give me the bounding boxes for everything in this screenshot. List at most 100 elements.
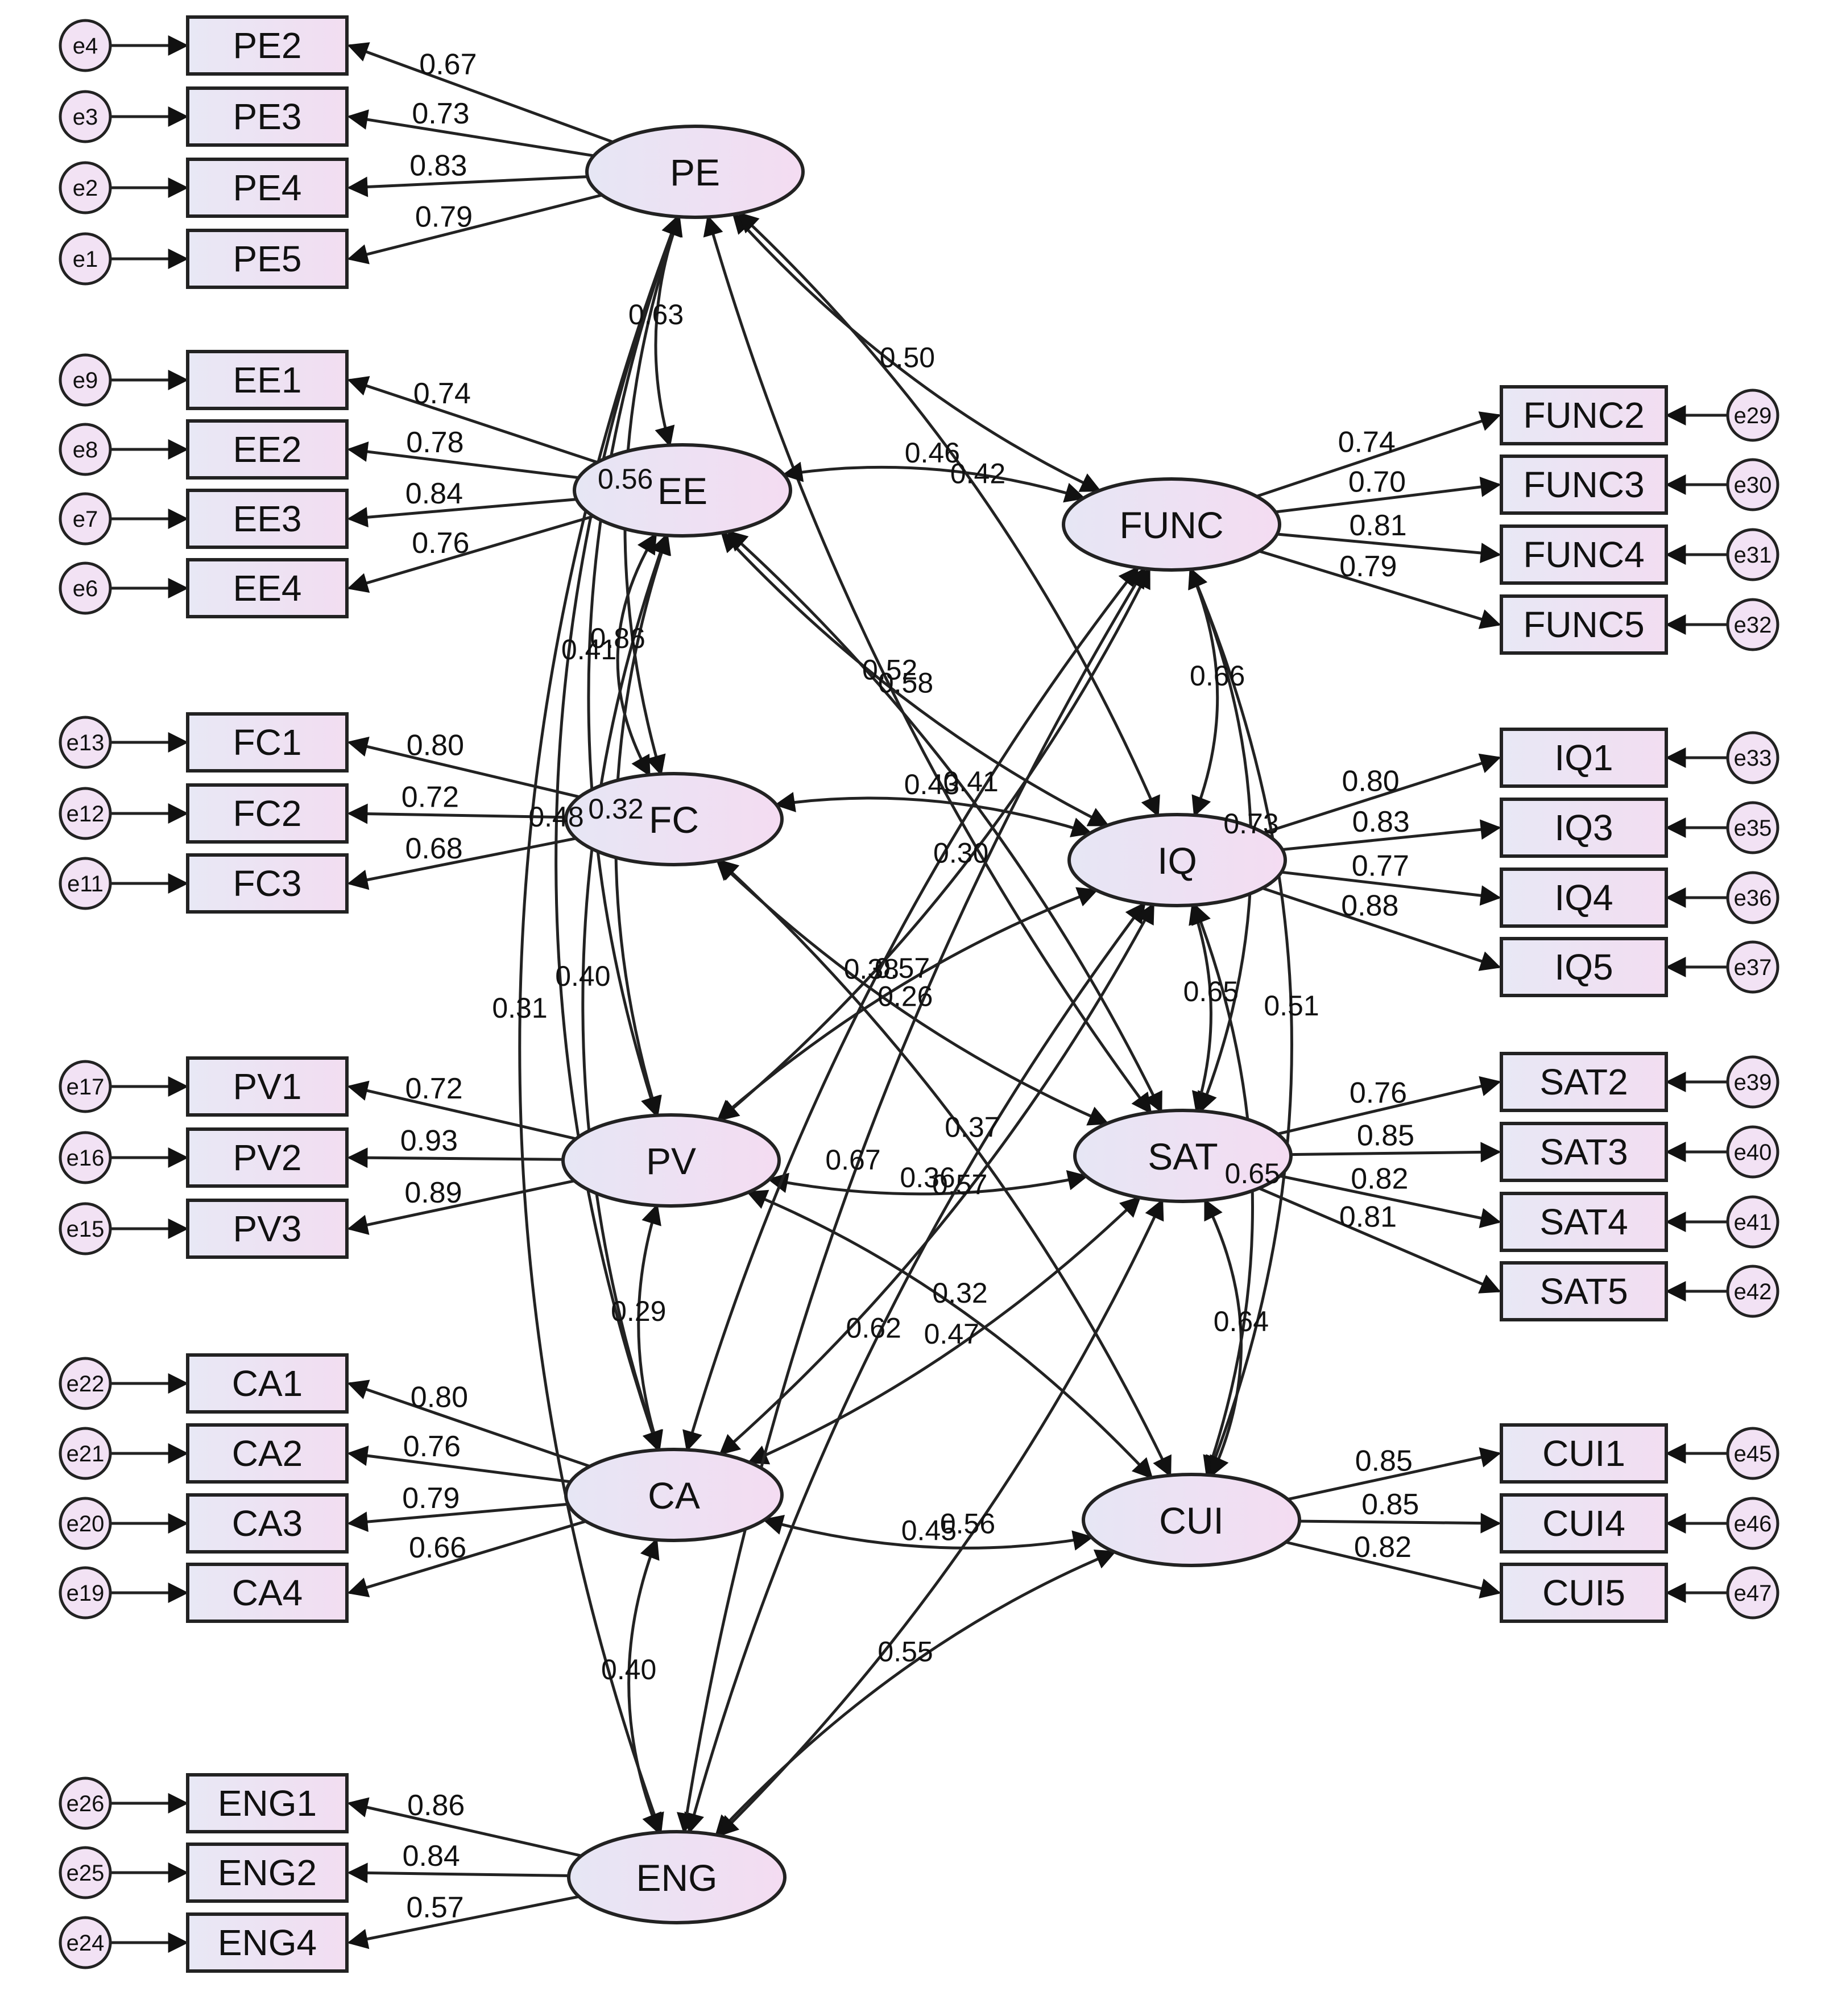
- error-e11: [59, 857, 112, 910]
- loading-label-ca4: 0.66: [409, 1531, 466, 1564]
- loading-label-cui4: 0.85: [1361, 1488, 1419, 1521]
- indicator-label-ee1: EE1: [233, 360, 302, 400]
- loading-iq-iq1: [1263, 753, 1501, 835]
- loading-fc-fc3: [347, 837, 577, 890]
- indicator-label-ca4: CA4: [232, 1572, 303, 1613]
- error-label-e42: e42: [1734, 1279, 1772, 1304]
- cov-label-eng-ca: 0.40: [601, 1654, 656, 1685]
- loading-label-fc2: 0.72: [402, 781, 459, 814]
- error-label-e6: e6: [73, 576, 98, 601]
- loading-ee-ee1: [347, 376, 598, 464]
- loading-pe-pe3: [347, 109, 594, 158]
- loading-label-ca1: 0.80: [411, 1381, 468, 1414]
- error-label-e37: e37: [1734, 955, 1772, 980]
- cov-label-ee-sat: 0.41: [943, 766, 999, 798]
- cov-ee-sat: [726, 530, 1163, 1113]
- error-e36: [1726, 871, 1779, 924]
- error-label-e3: e3: [73, 105, 98, 130]
- loading-sat-sat3: [1290, 1142, 1501, 1163]
- indicator-label-sat4: SAT4: [1539, 1201, 1628, 1242]
- error-label-e40: e40: [1734, 1140, 1772, 1165]
- indicator-pv2: [186, 1127, 349, 1188]
- cov-label-fc-iq: 0.43: [904, 769, 959, 800]
- cov-label-pe-eng: 0.31: [492, 992, 547, 1024]
- latent-label-ee: EE: [657, 470, 707, 512]
- error-label-e46: e46: [1734, 1511, 1772, 1536]
- latent-pe: [585, 125, 805, 219]
- indicator-label-pv3: PV3: [233, 1208, 302, 1249]
- indicator-func4: [1500, 524, 1668, 585]
- loading-label-func2: 0.74: [1338, 425, 1396, 458]
- indicator-func5: [1500, 594, 1668, 655]
- cov-label-eng-sat: 0.56: [940, 1507, 995, 1539]
- indicator-label-pe4: PE4: [233, 167, 302, 208]
- error-e26: [59, 1777, 112, 1830]
- latent-label-pv: PV: [646, 1140, 696, 1182]
- error-e19: [59, 1566, 112, 1620]
- error-e3: [59, 90, 112, 143]
- error-e15: [59, 1202, 112, 1255]
- indicator-label-iq4: IQ4: [1554, 877, 1613, 918]
- error-e46: [1726, 1497, 1779, 1550]
- indicator-pv1: [186, 1056, 349, 1117]
- cov-label-ee-pv: 0.32: [588, 793, 643, 825]
- cov-ee-fc: [616, 532, 657, 777]
- loading-label-eng1: 0.86: [407, 1789, 465, 1822]
- indicator-label-eng4: ENG4: [218, 1922, 317, 1963]
- indicator-label-iq5: IQ5: [1554, 947, 1613, 988]
- cov-label-pe-fc: 0.56: [598, 463, 653, 495]
- error-e8: [59, 423, 112, 476]
- error-e22: [59, 1357, 112, 1410]
- indicator-label-fc2: FC2: [233, 793, 302, 834]
- error-e12: [59, 787, 112, 840]
- error-label-e2: e2: [73, 176, 98, 201]
- error-label-e45: e45: [1734, 1441, 1772, 1466]
- cov-label-pv-cui: 0.32: [932, 1277, 987, 1309]
- error-label-e30: e30: [1734, 473, 1772, 498]
- indicator-ee1: [186, 350, 349, 410]
- loading-pv-pv2: [347, 1147, 564, 1168]
- indicator-cui1: [1500, 1423, 1668, 1484]
- indicator-cui4: [1500, 1493, 1668, 1554]
- error-e45: [1726, 1427, 1779, 1480]
- cov-func-iq: [1188, 567, 1219, 817]
- loading-iq-iq4: [1281, 870, 1501, 906]
- cov-ca-pv: [637, 1203, 663, 1452]
- cov-label-pe-pv: 0.41: [561, 634, 616, 666]
- loading-pe-pe5: [347, 193, 603, 265]
- error-label-e12: e12: [67, 802, 105, 827]
- loading-label-sat4: 0.82: [1351, 1163, 1408, 1196]
- error-e17: [59, 1060, 112, 1113]
- indicator-fc2: [186, 783, 349, 844]
- latent-pv: [561, 1113, 781, 1208]
- cov-label-func-iq: 0.66: [1190, 660, 1245, 692]
- error-e42: [1726, 1265, 1779, 1318]
- indicator-label-eng1: ENG1: [218, 1783, 317, 1824]
- cov-pe-ca: [554, 214, 681, 1452]
- loading-eng-eng1: [347, 1797, 582, 1857]
- loading-label-ee1: 0.74: [413, 377, 471, 410]
- indicator-label-sat3: SAT3: [1539, 1131, 1628, 1172]
- cov-label-pv-func: 0.30: [933, 837, 988, 869]
- error-e30: [1726, 458, 1779, 511]
- indicator-label-cui1: CUI1: [1542, 1433, 1625, 1474]
- cov-label-ca-sat: 0.47: [924, 1318, 979, 1350]
- indicator-label-func2: FUNC2: [1523, 395, 1644, 436]
- indicator-pe3: [186, 86, 349, 147]
- error-label-e33: e33: [1734, 746, 1772, 771]
- error-label-e15: e15: [67, 1217, 105, 1242]
- cov-pe-pv: [587, 214, 682, 1118]
- node-layer: PE2e4PE3e3PE4e2PE5e1EE1e9EE2e8EE3e7EE4e6…: [59, 15, 1779, 1973]
- cov-label-pv-sat: 0.36: [900, 1162, 955, 1193]
- loading-label-iq1: 0.80: [1342, 765, 1399, 798]
- cov-label-pv-iq: 0.57: [875, 952, 930, 984]
- loading-sat-sat4: [1279, 1174, 1501, 1228]
- indicator-sat4: [1500, 1192, 1668, 1252]
- indicator-label-pv2: PV2: [233, 1137, 302, 1178]
- cov-label-pe-ee: 0.63: [628, 299, 684, 331]
- loading-sat-sat5: [1258, 1187, 1501, 1294]
- error-label-e26: e26: [67, 1791, 105, 1816]
- indicator-label-ee4: EE4: [233, 568, 302, 609]
- loading-ca-ca4: [347, 1519, 586, 1597]
- cov-ee-ca: [581, 533, 670, 1452]
